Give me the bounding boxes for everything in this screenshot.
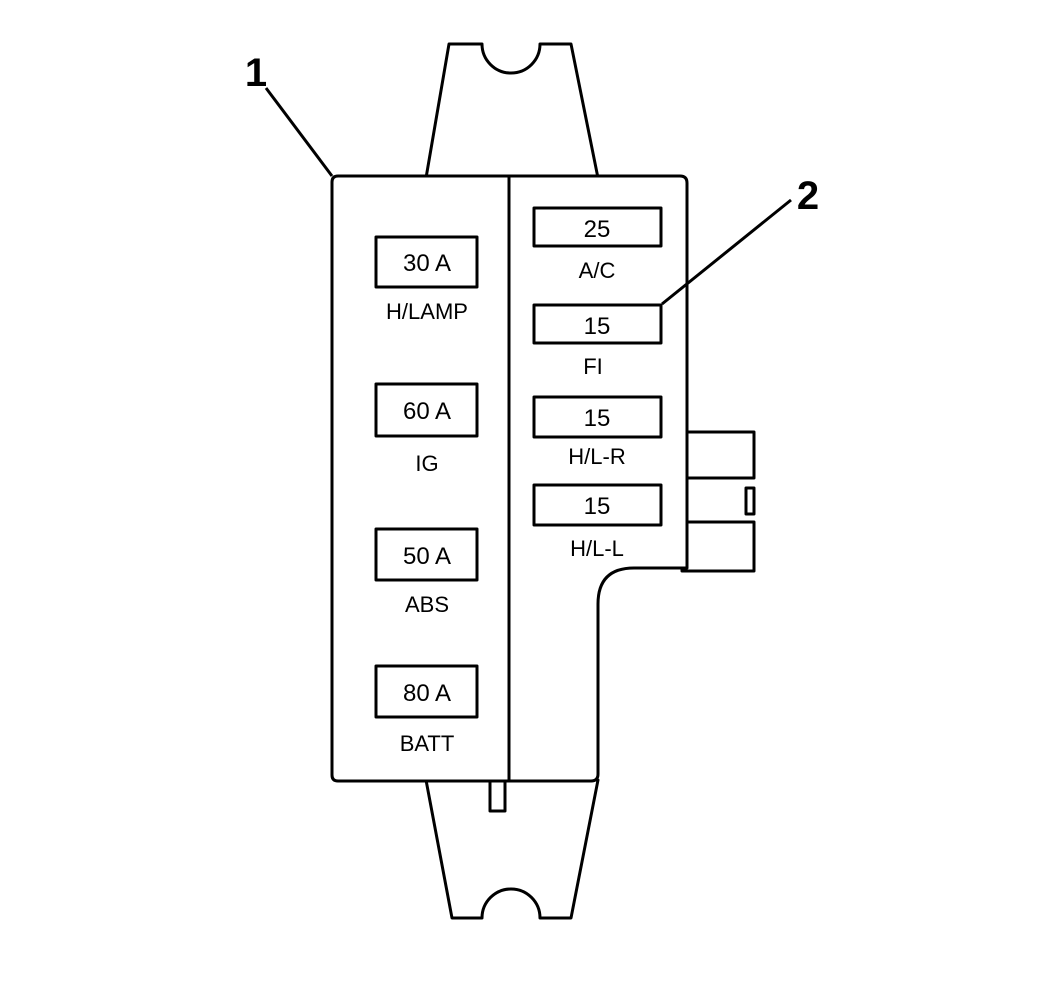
fuse-label-h-l-r: H/L-R	[568, 444, 625, 469]
fuse-box-ig	[374, 382, 479, 438]
connector-latch	[744, 486, 756, 516]
fuse-label-ig: IG	[415, 451, 438, 476]
bottom-mounting-tab	[424, 778, 600, 920]
fuse-box-batt	[374, 664, 479, 719]
fuse-label-batt: BATT	[400, 731, 455, 756]
fuse-value-batt: 80 A	[403, 680, 451, 707]
fuse-label-h-lamp: H/LAMP	[386, 299, 468, 324]
fuse-value-a-c: 25	[584, 216, 611, 243]
fuse-value-abs: 50 A	[403, 543, 451, 570]
fuse-label-a-c: A/C	[579, 258, 616, 283]
fuse-label-abs: ABS	[405, 592, 449, 617]
fuse-box-h-l-l	[532, 483, 663, 527]
callout-2-label: 2	[797, 174, 819, 218]
fuse-value-h-lamp: 30 A	[403, 250, 451, 277]
fuse-box-h-l-r	[532, 395, 663, 439]
connector-block-upper	[680, 430, 756, 480]
callout-1-label: 1	[245, 51, 267, 95]
locating-tab	[488, 779, 507, 813]
fuse-box-h-lamp	[374, 235, 479, 289]
fuse-value-fi: 15	[584, 313, 611, 340]
fuse-value-h-l-r: 15	[584, 405, 611, 432]
fuse-value-ig: 60 A	[403, 398, 451, 425]
fuse-label-h-l-l: H/L-L	[570, 536, 624, 561]
callout-2-leader	[661, 198, 792, 306]
fuse-box-a-c	[532, 206, 663, 248]
connector-block-lower	[680, 520, 756, 573]
fuse-box-fi	[532, 303, 663, 345]
fuse-box-abs	[374, 527, 479, 582]
top-mounting-tab	[424, 42, 600, 180]
fuse-label-fi: FI	[583, 354, 603, 379]
fuse-value-h-l-l: 15	[584, 493, 611, 520]
callout-1-leader	[264, 87, 334, 177]
